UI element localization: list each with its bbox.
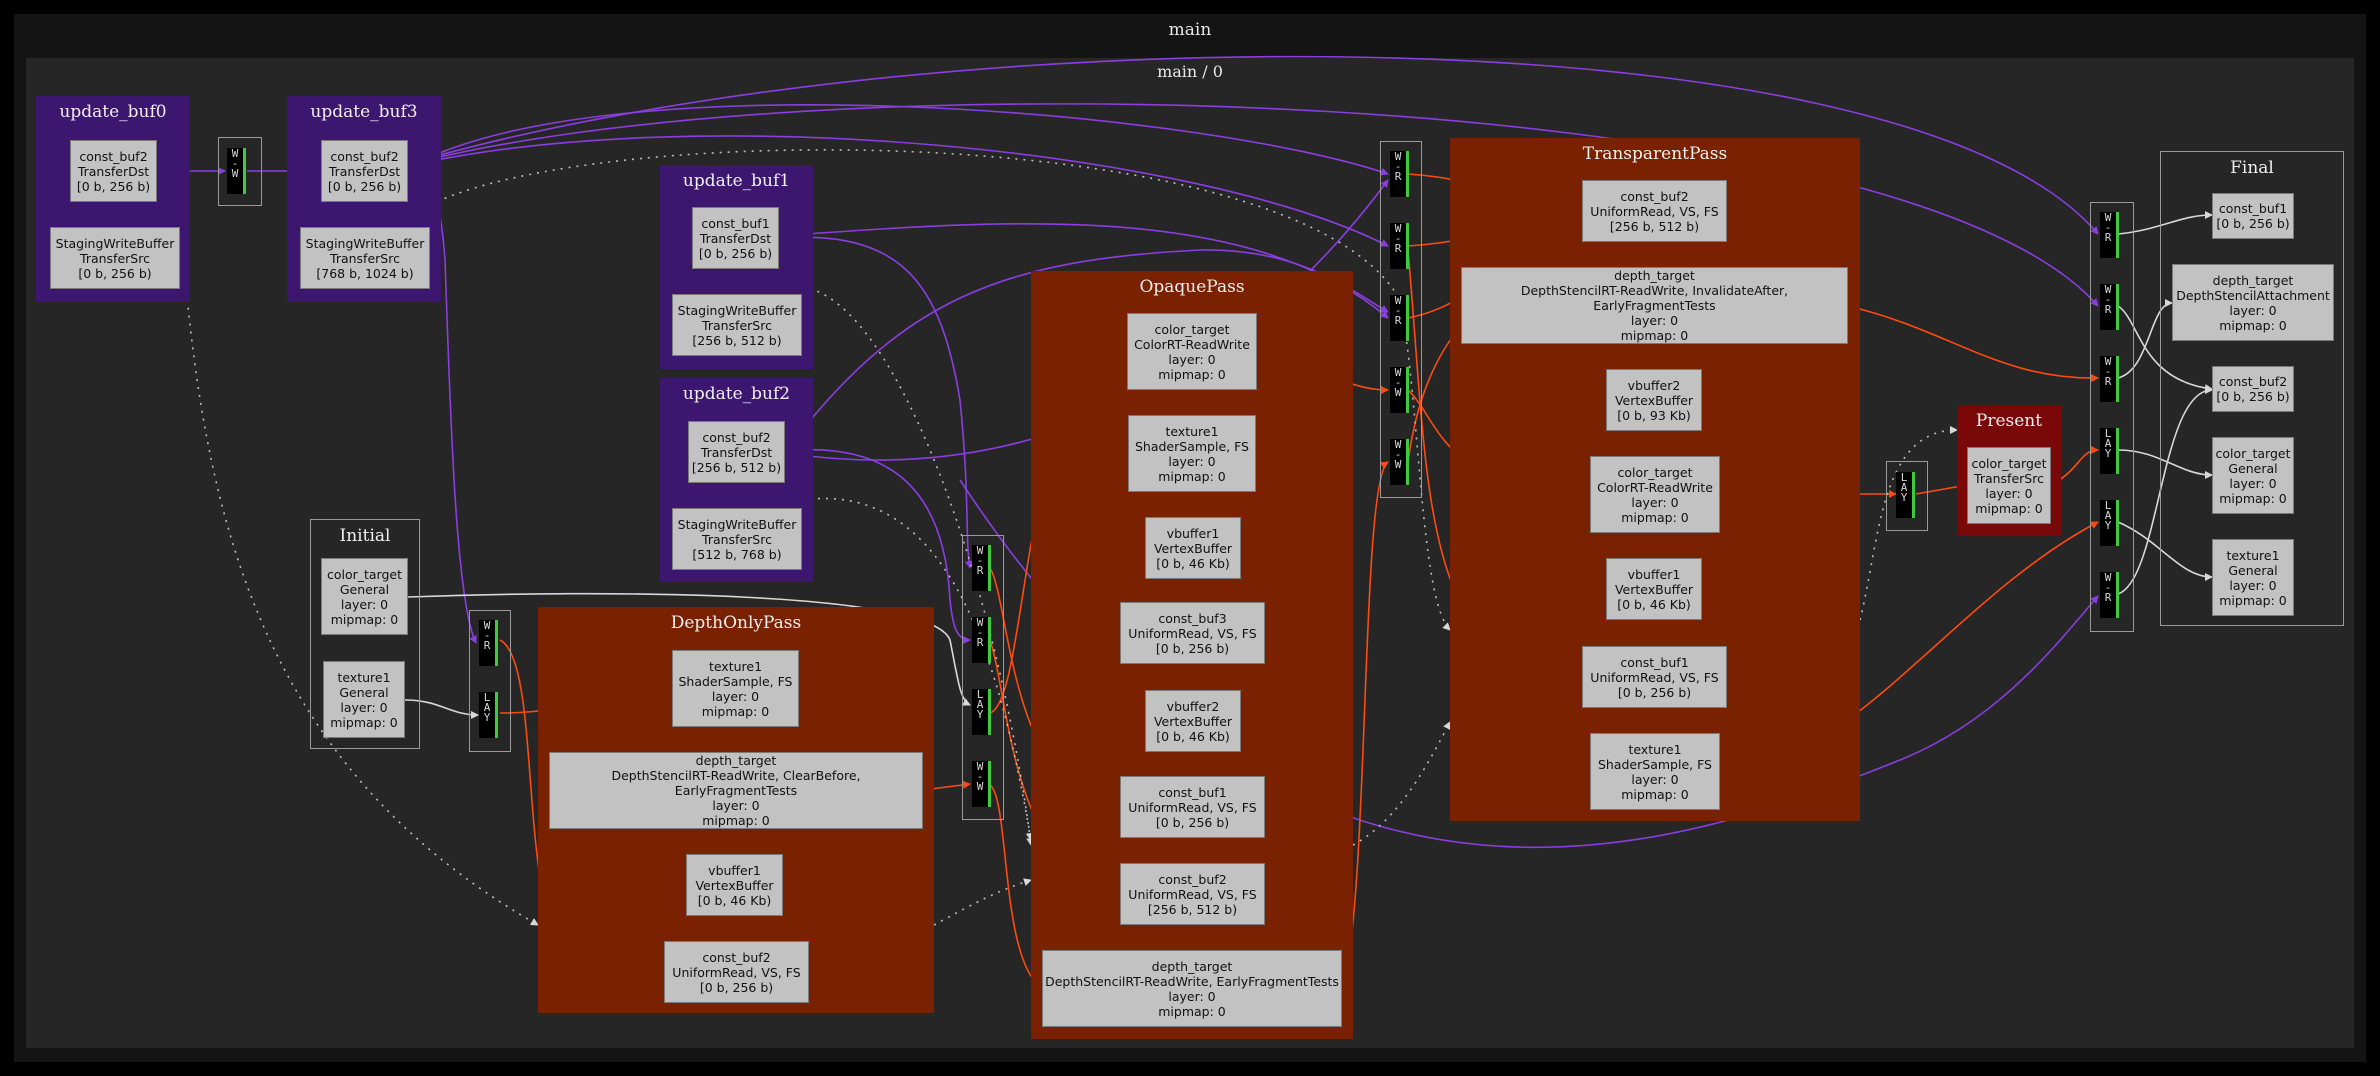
node-transparent-color-target[interactable]: color_target ColorRT-ReadWrite layer: 0 …	[1590, 456, 1720, 533]
barrier-group-5	[1886, 461, 1928, 531]
cluster-title-opaque-pass: OpaquePass	[1139, 277, 1245, 297]
node-transparent-vbuffer1[interactable]: vbuffer1 VertexBuffer [0 b, 46 Kb)	[1606, 558, 1702, 620]
barrier-access-6-1[interactable]: W - R	[2100, 284, 2119, 330]
node-opaque-depth-target[interactable]: depth_target DepthStencilRT-ReadWrite, E…	[1042, 950, 1342, 1027]
barrier-access-3-1[interactable]: W - R	[972, 617, 991, 663]
barrier-access-4-3[interactable]: W - W	[1390, 367, 1409, 413]
barrier-access-4-2[interactable]: W - R	[1390, 295, 1409, 341]
node-opaque-const-buf2[interactable]: const_buf2 UniformRead, VS, FS [256 b, 5…	[1120, 863, 1265, 925]
edge-pass	[1847, 305, 2099, 383]
node-update-buf3-staging[interactable]: StagingWriteBuffer TransferSrc [768 b, 1…	[300, 227, 430, 289]
node-final-const-buf1[interactable]: const_buf1 [0 b, 256 b)	[2212, 193, 2294, 239]
edge-dependency	[933, 878, 1032, 926]
node-opaque-vbuffer1[interactable]: vbuffer1 VertexBuffer [0 b, 46 Kb)	[1145, 517, 1241, 579]
node-update-buf3-const-buf2[interactable]: const_buf2 TransferDst [0 b, 256 b)	[321, 140, 408, 202]
node-opaque-texture1[interactable]: texture1 ShaderSample, FS layer: 0 mipma…	[1128, 415, 1256, 492]
edge-transfer	[407, 103, 2099, 307]
barrier-access-6-2[interactable]: W - R	[2100, 356, 2119, 402]
edge-layout	[404, 699, 479, 719]
node-transparent-const-buf1[interactable]: const_buf1 UniformRead, VS, FS [0 b, 256…	[1582, 646, 1727, 708]
cluster-title-present: Present	[1975, 411, 2043, 431]
edge-transfer	[784, 449, 971, 644]
barrier-access-6-5[interactable]: W - R	[2100, 572, 2119, 618]
barrier-group-2	[469, 610, 511, 752]
barrier-access-4-0[interactable]: W - R	[1390, 151, 1409, 197]
node-initial-texture1[interactable]: texture1 General layer: 0 mipmap: 0	[323, 661, 405, 738]
node-final-const-buf2[interactable]: const_buf2 [0 b, 256 b)	[2212, 366, 2294, 412]
node-depth-only-vbuffer1[interactable]: vbuffer1 VertexBuffer [0 b, 46 Kb)	[686, 854, 783, 916]
node-opaque-const-buf3[interactable]: const_buf3 UniformRead, VS, FS [0 b, 256…	[1120, 602, 1265, 664]
edge-transfer	[407, 55, 2099, 235]
node-depth-only-texture1[interactable]: texture1 ShaderSample, FS layer: 0 mipma…	[672, 650, 799, 727]
node-final-depth-target[interactable]: depth_target DepthStencilAttachment laye…	[2172, 264, 2334, 341]
barrier-access-1-0[interactable]: W - W	[227, 148, 246, 194]
node-update-buf2-const-buf2[interactable]: const_buf2 TransferDst [256 b, 512 b)	[688, 421, 785, 483]
edge-dependency	[801, 497, 1034, 841]
node-transparent-const-buf2[interactable]: const_buf2 UniformRead, VS, FS [256 b, 5…	[1582, 180, 1727, 242]
cluster-title-initial: Initial	[339, 526, 391, 546]
node-initial-color-target[interactable]: color_target General layer: 0 mipmap: 0	[321, 558, 408, 635]
cluster-initial: Initial	[310, 519, 420, 749]
barrier-access-6-0[interactable]: W - R	[2100, 212, 2119, 258]
barrier-access-2-0[interactable]: W - R	[479, 620, 498, 666]
node-final-color-target[interactable]: color_target General layer: 0 mipmap: 0	[2212, 437, 2294, 514]
graph-title: main	[1168, 20, 1212, 40]
node-update-buf1-const-buf1[interactable]: const_buf1 TransferDst [0 b, 256 b)	[692, 207, 779, 269]
node-depth-only-depth-target[interactable]: depth_target DepthStencilRT-ReadWrite, C…	[549, 752, 923, 829]
edge-layout	[2117, 386, 2213, 595]
node-final-texture1[interactable]: texture1 General layer: 0 mipmap: 0	[2212, 539, 2294, 616]
edge-layout	[2117, 521, 2213, 581]
barrier-access-5-0[interactable]: L A Y	[1896, 472, 1915, 518]
barrier-access-4-1[interactable]: W - R	[1390, 223, 1409, 269]
barrier-group-6	[2090, 202, 2134, 632]
barrier-access-3-2[interactable]: L A Y	[972, 689, 991, 735]
cluster-title-update-buf3: update_buf3	[310, 102, 418, 122]
barrier-access-3-0[interactable]: W - R	[972, 545, 991, 591]
cluster-title-depth-only-pass: DepthOnlyPass	[670, 613, 802, 633]
barrier-access-6-4[interactable]: L A Y	[2100, 500, 2119, 546]
barrier-access-4-4[interactable]: W - W	[1390, 439, 1409, 485]
node-depth-only-const-buf2[interactable]: const_buf2 UniformRead, VS, FS [0 b, 256…	[664, 941, 809, 1003]
node-opaque-const-buf1[interactable]: const_buf1 UniformRead, VS, FS [0 b, 256…	[1120, 776, 1265, 838]
barrier-group-1	[218, 137, 262, 206]
node-opaque-color-target[interactable]: color_target ColorRT-ReadWrite layer: 0 …	[1127, 313, 1257, 390]
edge-dependency	[1352, 721, 1451, 846]
node-transparent-vbuffer2[interactable]: vbuffer2 VertexBuffer [0 b, 93 Kb)	[1606, 369, 1702, 431]
cluster-title-update-buf1: update_buf1	[682, 171, 791, 191]
subgraph-title: main / 0	[1157, 62, 1223, 81]
edge-transfer	[778, 236, 973, 569]
cluster-title-update-buf0: update_buf0	[59, 102, 167, 122]
node-update-buf0-staging[interactable]: StagingWriteBuffer TransferSrc [0 b, 256…	[50, 227, 180, 289]
barrier-group-4	[1380, 141, 1422, 498]
edge-pass	[989, 784, 1043, 989]
barrier-access-6-3[interactable]: L A Y	[2100, 428, 2119, 474]
barrier-access-3-3[interactable]: W - W	[972, 761, 991, 807]
edge-layout	[2117, 449, 2213, 479]
cluster-title-transparent-pass: TransparentPass	[1582, 144, 1728, 164]
node-update-buf1-staging[interactable]: StagingWriteBuffer TransferSrc [256 b, 5…	[672, 294, 802, 356]
node-update-buf0-const-buf2[interactable]: const_buf2 TransferDst [0 b, 256 b)	[70, 140, 157, 202]
node-update-buf2-staging[interactable]: StagingWriteBuffer TransferSrc [512 b, 7…	[672, 508, 802, 570]
edge-dependency	[1859, 426, 1958, 621]
edge-layout	[2117, 211, 2213, 235]
barrier-group-3	[962, 535, 1004, 820]
edge-layout	[2117, 305, 2213, 393]
node-transparent-texture1[interactable]: texture1 ShaderSample, FS layer: 0 mipma…	[1590, 733, 1720, 810]
node-transparent-depth-target[interactable]: depth_target DepthStencilRT-ReadWrite, I…	[1461, 267, 1848, 344]
node-present-color-target[interactable]: color_target TransferSrc layer: 0 mipmap…	[1967, 447, 2051, 524]
cluster-final: Final	[2160, 151, 2344, 626]
edge-transfer	[407, 104, 1389, 176]
edge-transfer	[407, 135, 1389, 247]
node-opaque-vbuffer2[interactable]: vbuffer2 VertexBuffer [0 b, 46 Kb)	[1145, 690, 1241, 752]
cluster-title-update-buf2: update_buf2	[682, 384, 791, 404]
barrier-access-2-1[interactable]: L A Y	[479, 692, 498, 738]
cluster-title-final: Final	[2230, 158, 2274, 178]
edge-layout	[2117, 299, 2173, 379]
